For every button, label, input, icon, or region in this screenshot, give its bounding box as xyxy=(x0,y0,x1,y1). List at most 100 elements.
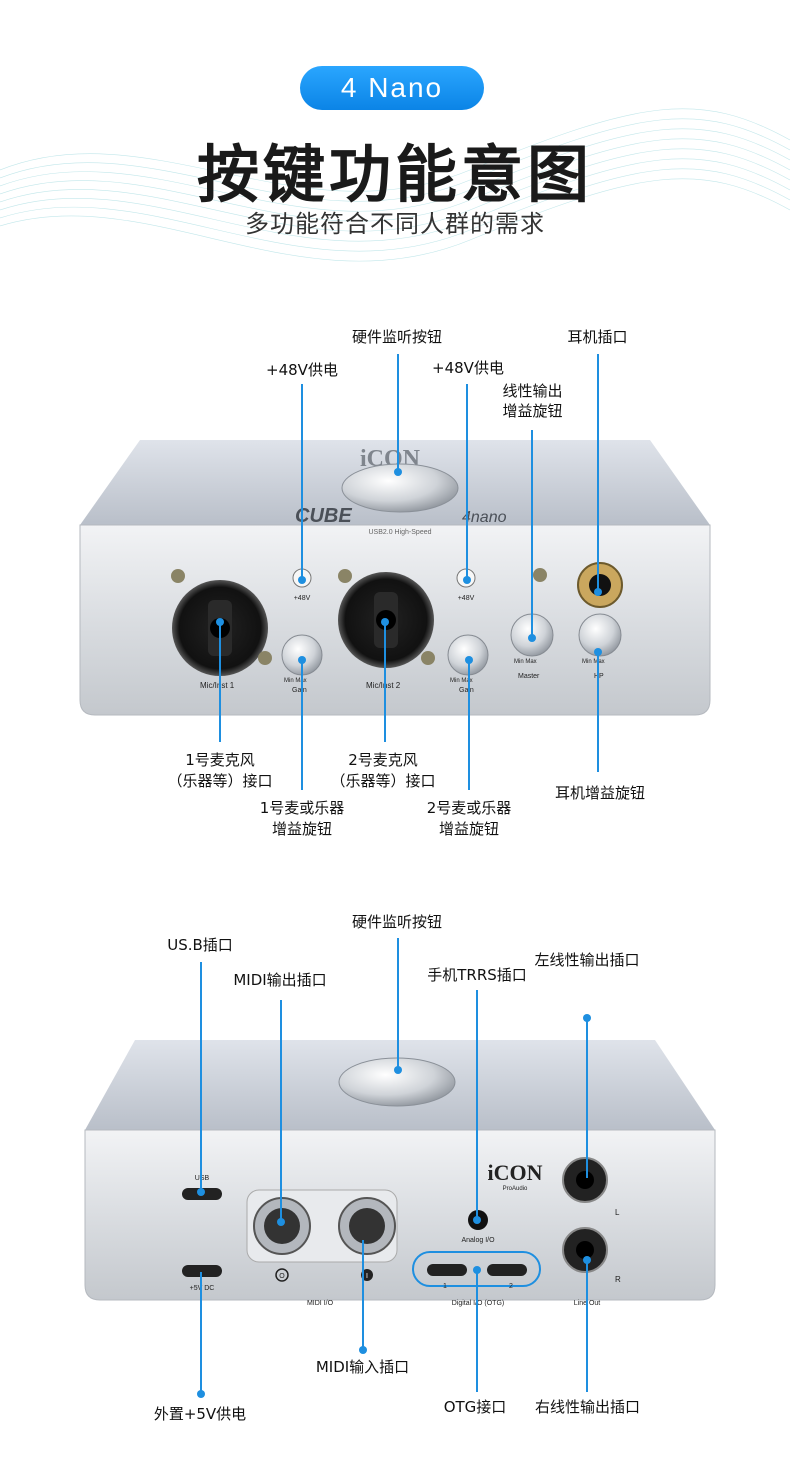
mic1-gain-label: Gain xyxy=(292,687,307,694)
label-midi-in: MIDI输入插口 xyxy=(315,1358,410,1376)
hp-label: HP xyxy=(594,673,604,680)
back-brand-sub: ProAudio xyxy=(503,1186,528,1192)
mic2-gain-label: Gain xyxy=(459,687,474,694)
phantom2-label: +48V xyxy=(458,595,475,602)
dot-otg xyxy=(473,1266,481,1274)
dot-midi-out xyxy=(277,1218,285,1226)
pin-midi-in xyxy=(362,1240,364,1350)
label-trrs: 手机TRRS插口 xyxy=(427,966,527,984)
label-mic2-jack-2: （乐器等）接口 xyxy=(330,772,436,790)
pin-mic1-gain xyxy=(301,660,303,790)
pin-dc xyxy=(200,1272,202,1394)
pin-usb xyxy=(200,962,202,1192)
dot-dc xyxy=(197,1390,205,1398)
pin-phantom2 xyxy=(466,384,468,580)
label-usb-port: US.B插口 xyxy=(167,936,233,954)
phantom1-label: +48V xyxy=(294,595,311,602)
digital-1-label: 1 xyxy=(443,1283,447,1290)
pin-right-line-out xyxy=(586,1260,588,1392)
label-mic2-gain-1: 2号麦或乐器 xyxy=(426,799,512,817)
digital-port-2[interactable] xyxy=(487,1264,527,1276)
dc-label: +5V DC xyxy=(190,1285,215,1292)
pin-hp-gain xyxy=(597,652,599,772)
label-phantom1: +48V供电 xyxy=(266,361,338,379)
front-panel-device: iCON CUBE 4nano USB2.0 High-Speed +48V +… xyxy=(79,440,711,716)
label-monitor-back: 硬件监听按钮 xyxy=(351,913,442,931)
dot-usb xyxy=(197,1188,205,1196)
midi-o-label: O xyxy=(279,1273,285,1280)
master-minmax: Min Max xyxy=(514,659,537,665)
line-r-label: R xyxy=(615,1275,621,1284)
pin-headphone xyxy=(597,354,599,592)
hp-gain-knob[interactable] xyxy=(578,613,622,657)
monitor-knob[interactable] xyxy=(341,463,459,513)
digital-io-label: Digital I/O (OTG) xyxy=(452,1300,505,1307)
hp-minmax: Min Max xyxy=(582,659,605,665)
label-otg: OTG接口 xyxy=(443,1398,507,1416)
pin-otg xyxy=(476,1270,478,1392)
label-line-out-gain-1: 线性输出 xyxy=(502,382,563,400)
page-title: 按键功能意图 xyxy=(196,138,593,211)
label-hp-gain: 耳机增益旋钮 xyxy=(554,784,645,802)
label-mic1-jack-1: 1号麦克风 xyxy=(185,751,255,769)
mic1-minmax: Min Max xyxy=(284,678,307,684)
pin-monitor-back xyxy=(397,938,399,1068)
dot-mic1-gain xyxy=(298,656,306,664)
label-mic2-jack-1: 2号麦克风 xyxy=(348,751,418,769)
front-model-text: CUBE xyxy=(295,505,352,527)
pin-mic2 xyxy=(384,622,386,742)
dot-right-line-out xyxy=(583,1256,591,1264)
mic1-port-label: Mic/Inst 1 xyxy=(200,681,235,690)
label-mic1-jack-2: （乐器等）接口 xyxy=(167,772,273,790)
label-phantom2: +48V供电 xyxy=(432,359,504,377)
analog-io-label: Analog I/O xyxy=(461,1237,495,1244)
dot-monitor-back xyxy=(394,1066,402,1074)
mic2-port-label: Mic/Inst 2 xyxy=(366,681,401,690)
dc-port[interactable] xyxy=(182,1265,222,1277)
dot-mic1 xyxy=(216,618,224,626)
label-dc-power: 外置+5V供电 xyxy=(153,1405,247,1423)
pin-left-line-out xyxy=(586,1018,588,1178)
usb-label: USB xyxy=(195,1175,210,1182)
front-model-script-text: 4nano xyxy=(462,509,507,526)
midi-io-label: MIDI I/O xyxy=(307,1300,334,1307)
dot-mic2-gain xyxy=(465,656,473,664)
pin-trrs xyxy=(476,990,478,1220)
dot-left-line-out xyxy=(583,1014,591,1022)
dot-trrs xyxy=(473,1216,481,1224)
pin-phantom1 xyxy=(301,384,303,580)
pin-monitor-front xyxy=(397,354,399,472)
line-l-label: L xyxy=(615,1208,620,1217)
back-brand-text: iCON xyxy=(488,1160,543,1185)
pin-mic2-gain xyxy=(468,660,470,790)
label-midi-out: MIDI输出插口 xyxy=(233,971,327,989)
product-badge: 4 Nano xyxy=(300,66,484,110)
dot-hp-gain xyxy=(594,648,602,656)
pin-midi-out xyxy=(280,1000,282,1222)
digital-2-label: 2 xyxy=(509,1283,513,1290)
dot-mic2 xyxy=(381,618,389,626)
label-monitor-front: 硬件监听按钮 xyxy=(351,328,442,346)
pin-mic1 xyxy=(219,622,221,742)
label-headphone-jack: 耳机插口 xyxy=(567,328,628,346)
wave-background xyxy=(0,108,790,262)
master-label: Master xyxy=(518,673,540,680)
label-right-line-out: 右线性输出插口 xyxy=(534,1398,640,1416)
label-mic2-gain-2: 增益旋钮 xyxy=(438,820,499,838)
pin-line-out-gain xyxy=(531,430,533,638)
mic2-minmax: Min Max xyxy=(450,678,473,684)
label-mic1-gain-2: 增益旋钮 xyxy=(271,820,332,838)
dot-monitor-front xyxy=(394,468,402,476)
label-line-out-gain-2: 增益旋钮 xyxy=(502,402,563,420)
dot-phantom2 xyxy=(463,576,471,584)
page-subtitle: 多功能符合不同人群的需求 xyxy=(245,210,545,238)
dot-phantom1 xyxy=(298,576,306,584)
front-usb-sub: USB2.0 High-Speed xyxy=(368,529,431,536)
dot-headphone xyxy=(594,588,602,596)
dot-midi-in xyxy=(359,1346,367,1354)
back-panel-device: iCON ProAudio USB +5V DC O I MIDI I/O An… xyxy=(84,1040,716,1307)
label-left-line-out: 左线性输出插口 xyxy=(534,951,640,969)
label-mic1-gain-1: 1号麦或乐器 xyxy=(259,799,345,817)
digital-port-1[interactable] xyxy=(427,1264,467,1276)
dot-line-out-gain xyxy=(528,634,536,642)
